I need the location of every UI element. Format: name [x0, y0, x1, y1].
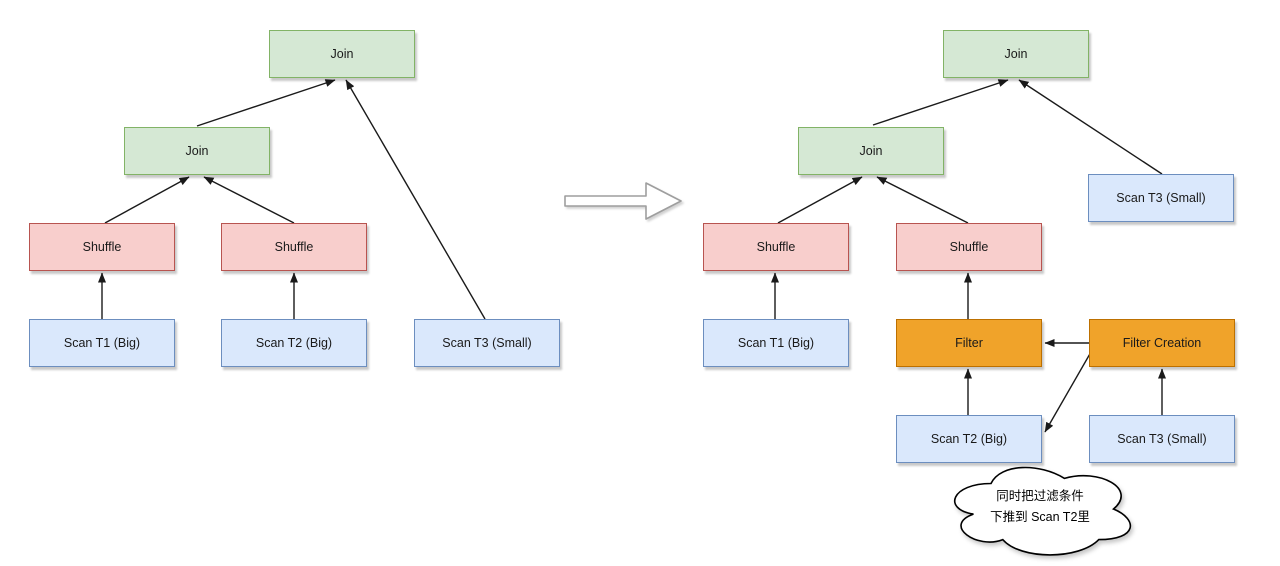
- cloud-icon: [953, 466, 1131, 556]
- right-plan-edges: [771, 79, 1166, 433]
- transform-arrow-icon: [564, 182, 682, 220]
- callout-line-1: 同时把过滤条件: [996, 489, 1084, 503]
- callout-text: 同时把过滤条件 下推到 Scan T2里: [952, 486, 1128, 527]
- callout-line-2: 下推到 Scan T2里: [990, 509, 1090, 524]
- left-plan-edges: [98, 79, 486, 320]
